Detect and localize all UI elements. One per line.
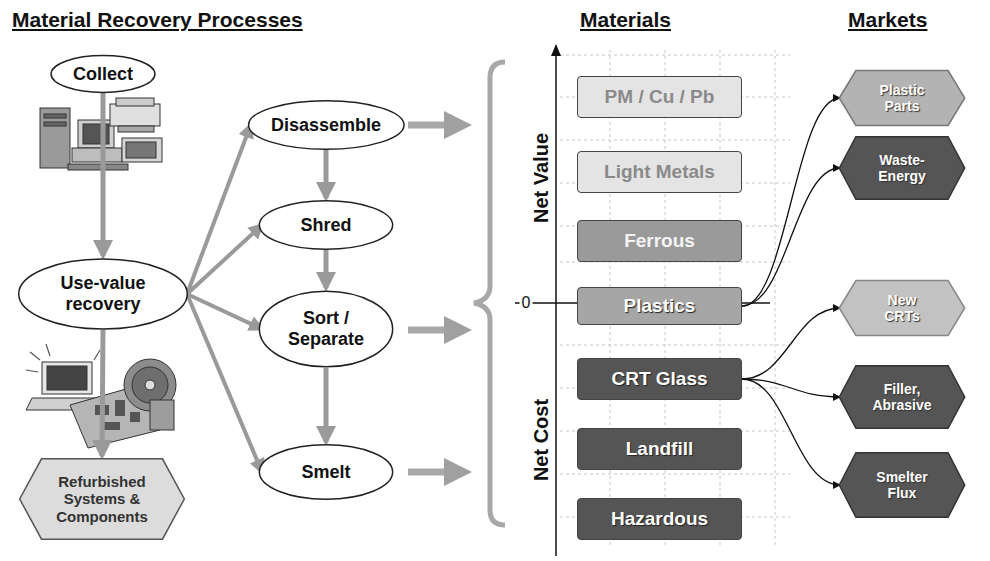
value-axis xyxy=(515,44,770,556)
node-text-group: Sort / Separate xyxy=(281,308,371,349)
market-hexagon: Smelter Flux xyxy=(838,452,966,518)
node-text-group: Smelter Flux xyxy=(867,469,937,501)
process-ellipse: Collect xyxy=(50,55,156,93)
node-text: Landfill xyxy=(626,438,694,460)
node-text: Sort / Separate xyxy=(281,308,371,349)
node-text: New CRTs xyxy=(872,292,932,324)
process-ellipse: Disassemble xyxy=(247,100,406,150)
node-text: Waste-Energy xyxy=(867,152,937,184)
material-box: CRT Glass xyxy=(577,358,742,400)
diagram-title: Material Recovery Processes xyxy=(12,8,303,32)
market-arrow xyxy=(742,168,840,306)
node-text-group: Filler, Abrasive xyxy=(867,381,937,413)
node-text-group: Landfill xyxy=(626,438,694,460)
node-text: Smelter Flux xyxy=(867,469,937,501)
material-box: Plastics xyxy=(577,287,742,325)
material-box: Light Metals xyxy=(577,151,742,193)
market-arrow xyxy=(742,308,840,379)
output-hexagon: Refurbished Systems & Components xyxy=(18,458,186,540)
node-text: Light Metals xyxy=(604,161,715,183)
flow-arrow xyxy=(187,294,262,472)
flow-arrows xyxy=(408,125,458,472)
market-hexagon: Waste-Energy xyxy=(838,136,966,200)
node-text-group: Plastic Parts xyxy=(867,82,937,114)
material-box: Hazardous xyxy=(577,498,742,540)
process-ellipse: Sort / Separate xyxy=(258,290,394,368)
flow-arrow xyxy=(187,225,262,294)
node-text: Collect xyxy=(73,64,133,85)
node-text-group: Collect xyxy=(73,64,133,85)
node-text: Plastics xyxy=(624,295,696,317)
axis-label: Net Value xyxy=(530,130,553,226)
node-text: Hazardous xyxy=(611,508,708,530)
node-text: Shred xyxy=(300,215,351,236)
axis-label: Net Cost xyxy=(530,396,553,484)
column-heading: Materials xyxy=(580,8,671,32)
process-ellipse: Use-value recovery xyxy=(17,258,189,330)
flow-arrow xyxy=(102,330,103,456)
node-text: Filler, Abrasive xyxy=(867,381,937,413)
flow-arrow xyxy=(101,93,106,256)
node-text-group: New CRTs xyxy=(872,292,932,324)
node-text-group: Disassemble xyxy=(271,115,381,136)
node-text: Plastic Parts xyxy=(867,82,937,114)
node-text-group: Plastics xyxy=(624,295,696,317)
market-hexagon: Plastic Parts xyxy=(838,70,966,126)
market-arrow xyxy=(742,379,840,397)
node-text-group: CRT Glass xyxy=(611,368,707,390)
node-text: Ferrous xyxy=(624,230,695,252)
process-ellipse: Smelt xyxy=(258,444,394,500)
node-text: PM / Cu / Pb xyxy=(605,86,715,108)
node-text: Smelt xyxy=(301,462,350,483)
node-text-group: Hazardous xyxy=(611,508,708,530)
node-text-group: Shred xyxy=(300,215,351,236)
flow-arrow xyxy=(323,150,328,198)
process-ellipse: Shred xyxy=(258,200,394,250)
material-box: Landfill xyxy=(577,428,742,470)
flow-arrow xyxy=(187,125,251,294)
node-text-group: Refurbished Systems & Components xyxy=(42,473,162,525)
market-hexagon: New CRTs xyxy=(838,280,966,336)
column-heading: Markets xyxy=(848,8,927,32)
market-arrow xyxy=(742,379,840,485)
node-text: Disassemble xyxy=(271,115,381,136)
axis-zero: 0 xyxy=(520,294,533,312)
flow-arrow xyxy=(324,250,329,288)
node-text-group: Smelt xyxy=(301,462,350,483)
node-text: Refurbished Systems & Components xyxy=(42,473,162,525)
material-box: PM / Cu / Pb xyxy=(577,76,742,118)
node-text: Use-value recovery xyxy=(43,273,163,314)
node-text-group: PM / Cu / Pb xyxy=(605,86,715,108)
node-text-group: Waste-Energy xyxy=(867,152,937,184)
node-text-group: Use-value recovery xyxy=(43,273,163,314)
node-text-group: Light Metals xyxy=(604,161,715,183)
material-box: Ferrous xyxy=(577,220,742,262)
flow-arrow xyxy=(324,368,329,442)
node-text: CRT Glass xyxy=(611,368,707,390)
node-text-group: Ferrous xyxy=(624,230,695,252)
curly-bracket xyxy=(474,62,505,525)
market-hexagon: Filler, Abrasive xyxy=(838,365,966,429)
market-arrow xyxy=(742,98,840,306)
